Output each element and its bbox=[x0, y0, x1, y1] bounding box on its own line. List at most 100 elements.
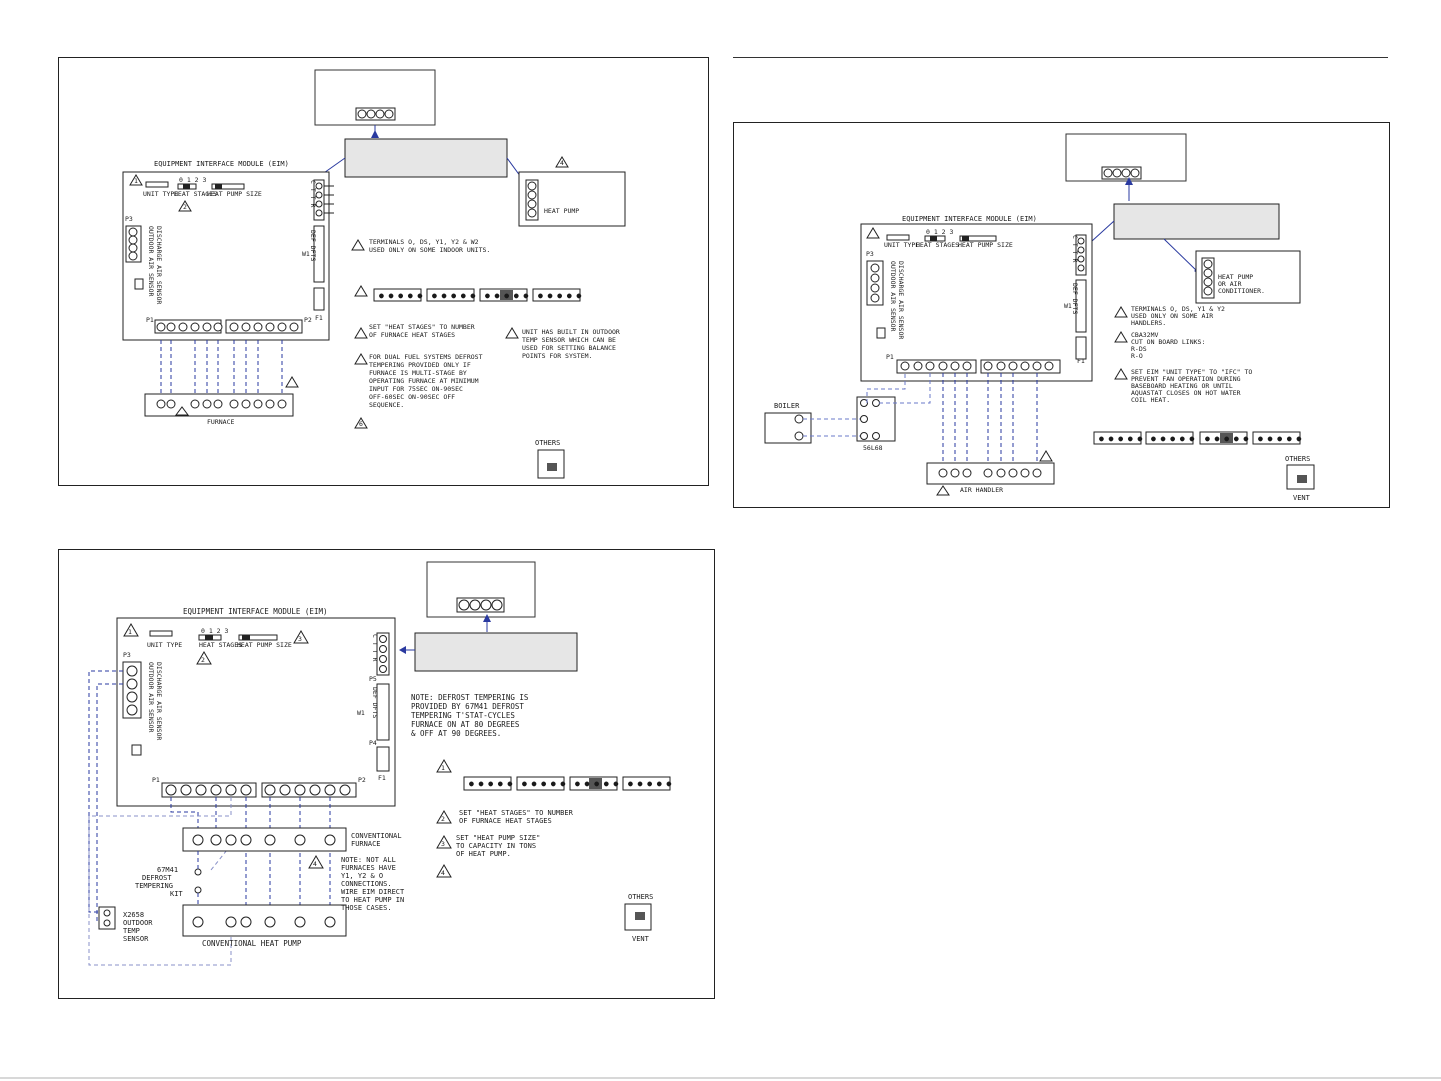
marker-5-icon bbox=[175, 406, 189, 416]
svg-text:● ● ● ● ●: ● ● ● ● ● bbox=[522, 779, 566, 788]
svg-text:UNIT TYPE: UNIT TYPE bbox=[143, 190, 178, 198]
furnace-label: FURNACE bbox=[207, 418, 234, 426]
svg-text:AQUASTAT CLOSES ON HOT WATER: AQUASTAT CLOSES ON HOT WATER bbox=[1131, 389, 1241, 397]
svg-text:P3: P3 bbox=[866, 250, 874, 258]
svg-text:FOR DUAL FUEL SYSTEMS DEFROST: FOR DUAL FUEL SYSTEMS DEFROST bbox=[369, 353, 483, 361]
thermostat-box bbox=[426, 561, 536, 618]
eim-board bbox=[122, 171, 330, 341]
svg-text:TEMPERING PROVIDED ONLY IF: TEMPERING PROVIDED ONLY IF bbox=[369, 361, 471, 369]
svg-text:PROVIDED BY 67M41 DEFROST: PROVIDED BY 67M41 DEFROST bbox=[411, 702, 524, 711]
comm-callout-box bbox=[1113, 203, 1280, 240]
svg-text:OF FURNACE HEAT STAGES: OF FURNACE HEAT STAGES bbox=[459, 817, 552, 825]
svg-text:0 1 2 3: 0 1 2 3 bbox=[926, 228, 953, 236]
svg-text:OUTDOOR AIR SENSOR: OUTDOOR AIR SENSOR bbox=[147, 662, 155, 733]
outdoor-sensor-box bbox=[98, 906, 116, 930]
svg-text:3: 3 bbox=[298, 635, 302, 643]
svg-text:FURNACE: FURNACE bbox=[351, 840, 381, 848]
svg-text:DEF DFTS: DEF DFTS bbox=[309, 230, 317, 261]
svg-text:EQUIPMENT INTERFACE MODULE (EI: EQUIPMENT INTERFACE MODULE (EIM) bbox=[183, 607, 328, 616]
svg-text:CONDITIONER.: CONDITIONER. bbox=[1218, 287, 1265, 295]
thermostat-box bbox=[314, 69, 436, 126]
svg-text:THOSE CASES.: THOSE CASES. bbox=[341, 904, 392, 912]
svg-text:TO HEAT PUMP IN: TO HEAT PUMP IN bbox=[341, 896, 404, 904]
svg-text:SET EIM "UNIT TYPE" TO "IFC" T: SET EIM "UNIT TYPE" TO "IFC" TO bbox=[1131, 368, 1252, 376]
svg-text:TEMP: TEMP bbox=[123, 927, 140, 935]
header-rule bbox=[733, 57, 1388, 58]
svg-text:OF FURNACE HEAT STAGES: OF FURNACE HEAT STAGES bbox=[369, 331, 455, 339]
svg-text:OR AIR: OR AIR bbox=[1218, 280, 1242, 288]
dip-switch-icon bbox=[624, 903, 652, 931]
svg-text:HEAT PUMP SIZE: HEAT PUMP SIZE bbox=[958, 241, 1013, 249]
marker-2-icon: 2 bbox=[196, 651, 212, 665]
svg-text:DEF DFTS: DEF DFTS bbox=[1071, 283, 1079, 314]
svg-text:TEMPERING T'STAT-CYCLES: TEMPERING T'STAT-CYCLES bbox=[411, 711, 515, 720]
svg-text:F1: F1 bbox=[378, 774, 386, 782]
svg-text:HANDLERS.: HANDLERS. bbox=[1131, 319, 1166, 327]
svg-text:CONVENTIONAL HEAT PUMP: CONVENTIONAL HEAT PUMP bbox=[202, 939, 302, 948]
svg-text:OF HEAT PUMP.: OF HEAT PUMP. bbox=[456, 850, 511, 858]
svg-text:DEF DFTS: DEF DFTS bbox=[371, 687, 379, 718]
svg-text:FURNACE IS MULTI-STAGE BY: FURNACE IS MULTI-STAGE BY bbox=[369, 369, 467, 377]
svg-text:BASEBOARD HEATING OR UNTIL: BASEBOARD HEATING OR UNTIL bbox=[1131, 382, 1233, 390]
dip-switch-icon bbox=[537, 449, 565, 479]
svg-text:● ● ● ● ●: ● ● ● ● ● bbox=[469, 779, 513, 788]
note-3: 3 SET "HEAT PUMP SIZE"TO CAPACITY IN TON… bbox=[436, 834, 540, 858]
svg-text:OTHERS: OTHERS bbox=[535, 439, 560, 447]
svg-text:P1: P1 bbox=[886, 353, 894, 361]
svg-text:C T T R: C T T R bbox=[1071, 235, 1079, 262]
svg-text:2: 2 bbox=[183, 203, 187, 211]
heat-pump-label: HEAT PUMP bbox=[544, 207, 579, 215]
svg-text:SEQUENCE.: SEQUENCE. bbox=[369, 401, 404, 409]
svg-text:FURNACE ON AT 80 DEGREES: FURNACE ON AT 80 DEGREES bbox=[411, 720, 520, 729]
marker-4-icon: 4 bbox=[555, 156, 569, 168]
svg-text:● ● ● ● ●: ● ● ● ● ● bbox=[379, 291, 423, 300]
svg-text:CUT ON BOARD LINKS:: CUT ON BOARD LINKS: bbox=[1131, 338, 1205, 346]
svg-text:& OFF AT 90 DEGREES.: & OFF AT 90 DEGREES. bbox=[411, 729, 501, 738]
page-bottom-line bbox=[0, 1077, 1441, 1079]
svg-text:W1: W1 bbox=[357, 709, 365, 717]
conv-furnace-box bbox=[182, 827, 347, 852]
svg-text:DISCHARGE AIR SENSOR: DISCHARGE AIR SENSOR bbox=[155, 226, 163, 304]
svg-text:HEAT STAGES: HEAT STAGES bbox=[199, 641, 242, 649]
svg-text:1: 1 bbox=[134, 177, 138, 185]
svg-text:OTHERS: OTHERS bbox=[628, 893, 653, 901]
comm-callout-box bbox=[414, 632, 578, 672]
svg-text:C T T R: C T T R bbox=[371, 634, 379, 661]
diagram-panel-top-left: EQUIPMENT INTERFACE MODULE (EIM) 1 UNIT … bbox=[58, 57, 709, 486]
svg-text:6: 6 bbox=[359, 420, 363, 428]
svg-text:USED FOR SETTING BALANCE: USED FOR SETTING BALANCE bbox=[522, 344, 616, 352]
svg-text:UNIT TYPE: UNIT TYPE bbox=[884, 241, 919, 249]
svg-text:KIT: KIT bbox=[170, 890, 183, 898]
svg-text:TO CAPACITY IN TONS: TO CAPACITY IN TONS bbox=[456, 842, 536, 850]
marker-1-icon: 1 bbox=[129, 174, 143, 186]
svg-text:OUTDOOR AIR SENSOR: OUTDOOR AIR SENSOR bbox=[147, 226, 155, 297]
svg-text:UNIT HAS BUILT IN OUTDOOR: UNIT HAS BUILT IN OUTDOOR bbox=[522, 328, 620, 336]
svg-text:INPUT FOR 75SEC ON-90SEC: INPUT FOR 75SEC ON-90SEC bbox=[369, 385, 463, 393]
svg-text:W1: W1 bbox=[1064, 302, 1072, 310]
jumper-row: ● ● ● ● ●● ● ● ● ● ● ● ● ● ●● ● ● ● ● bbox=[463, 776, 672, 791]
eim-board bbox=[860, 223, 1093, 382]
dip-switch-icon bbox=[1286, 464, 1315, 490]
thermostat-terminals bbox=[355, 107, 396, 121]
svg-text:● ● ● ● ●: ● ● ● ● ● bbox=[628, 779, 672, 788]
svg-text:● ● ● ● ●: ● ● ● ● ● bbox=[1151, 434, 1195, 443]
jumper-row: ● ● ● ● ●● ● ● ● ● ● ● ● ● ●● ● ● ● ● bbox=[354, 285, 582, 302]
svg-text:P1: P1 bbox=[146, 316, 154, 324]
svg-text:4: 4 bbox=[560, 159, 564, 167]
svg-text:P4: P4 bbox=[369, 739, 377, 747]
svg-text:F1: F1 bbox=[315, 314, 323, 322]
eim-board bbox=[116, 617, 396, 807]
svg-text:4: 4 bbox=[441, 869, 445, 877]
svg-text:2: 2 bbox=[201, 656, 205, 664]
marker-3-icon: 3 bbox=[293, 630, 309, 644]
air-handler-label: AIR HANDLER bbox=[960, 486, 1003, 494]
marker-4b-icon: 4 bbox=[436, 864, 452, 878]
marker-1-icon: 1 bbox=[123, 623, 139, 637]
svg-text:● ● ● ● ●: ● ● ● ● ● bbox=[432, 291, 476, 300]
svg-text:0 1 2 3: 0 1 2 3 bbox=[201, 627, 228, 635]
svg-text:● ● ● ● ●: ● ● ● ● ● bbox=[1258, 434, 1302, 443]
